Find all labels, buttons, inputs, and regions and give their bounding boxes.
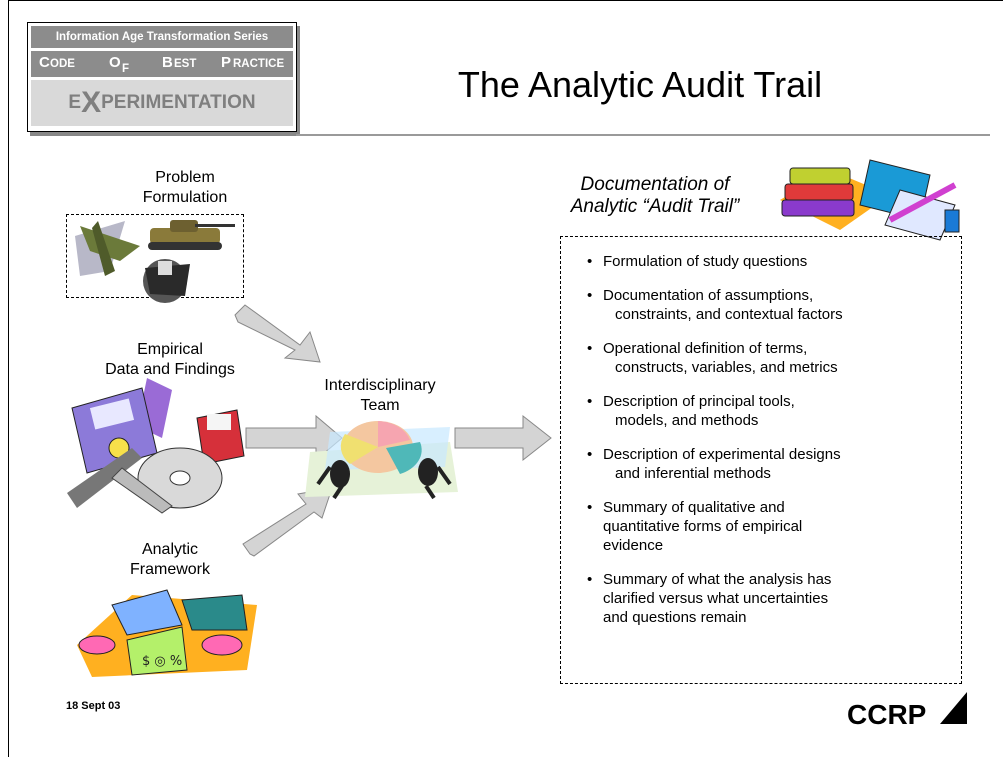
list-item: • Formulation of study questions (587, 253, 808, 270)
bullet: • (587, 499, 593, 516)
bullet: • (587, 571, 593, 588)
team-label: Interdisciplinary Team (324, 377, 436, 414)
problem-formulation-label: Problem Formulation (142, 169, 228, 206)
arrow-icon (454, 414, 552, 462)
code-of-best-practice: C ODE O F B EST P RACTICE (31, 51, 293, 77)
books-clipart-icon (780, 159, 960, 241)
slide-border (8, 0, 1003, 757)
team-pie-clipart-icon (305, 421, 458, 500)
empirical-data-label: Empirical Data and Findings (105, 341, 235, 378)
ccrp-logo-text: CCRP (847, 699, 926, 730)
documentation-box (560, 236, 962, 684)
slide-date: 18 Sept 03 (66, 700, 121, 712)
analytic-framework-label: Analytic Framework (129, 541, 210, 578)
svg-text:$ ◎ %: $ ◎ % (142, 654, 182, 669)
list-item: • Documentation of assumptions, constrai… (587, 287, 843, 323)
series-logo: Information Age Transformation Series C … (27, 22, 297, 132)
list-item: • Operational definition of terms, const… (587, 340, 838, 376)
list-item: • Description of experimental designs an… (587, 446, 841, 482)
ccrp-logo: CCRP (847, 692, 967, 730)
bullet: • (587, 253, 593, 270)
military-clipart-icon (75, 220, 235, 303)
slide-title: The Analytic Audit Trail (457, 64, 823, 105)
list-item: • Description of principal tools, models… (587, 393, 795, 429)
list-item: • Summary of what the analysis has clari… (587, 571, 832, 626)
bullet: • (587, 340, 593, 357)
documentation-title: Documentation of Analytic “Audit Trail” (570, 174, 740, 217)
list-item: • Summary of qualitative and quantitativ… (587, 499, 803, 554)
bullet: • (587, 287, 593, 304)
disk-cd-clipart-icon (67, 378, 245, 514)
math-clipart-icon: $ ◎ % (77, 589, 257, 677)
title-divider (296, 134, 990, 136)
series-title: Information Age Transformation Series (31, 26, 293, 48)
bullet: • (587, 393, 593, 410)
documentation-list: • Formulation of study questions • Docum… (583, 252, 963, 642)
arrow-icon (234, 304, 321, 363)
bullet: • (587, 446, 593, 463)
